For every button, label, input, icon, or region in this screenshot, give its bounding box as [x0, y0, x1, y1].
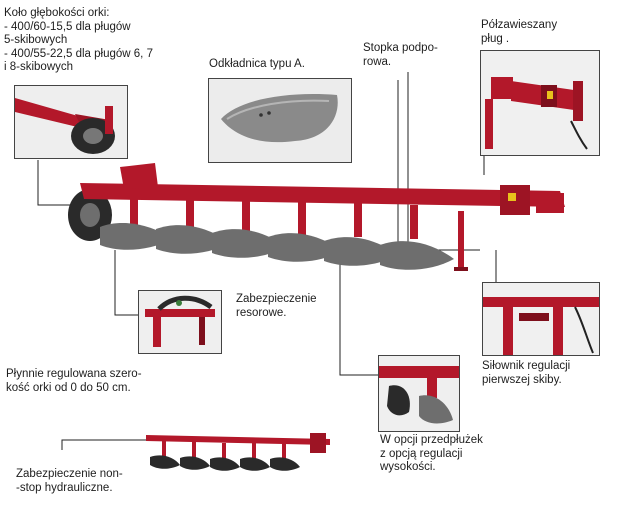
extension-photo — [378, 355, 460, 432]
extension-label: W opcji przedpłużek z opcją regulacji wy… — [380, 434, 483, 473]
cylinder-label: Siłownik regulacji pierwszej skiby. — [482, 360, 571, 386]
semi-mounted-photo — [480, 50, 600, 156]
wheel-label: Koło głębokości orki: - 400/60-15,5 dla … — [4, 7, 153, 73]
wheel-photo — [14, 85, 128, 159]
spring-safety-label: Zabezpieczenie resorowe. — [236, 293, 317, 319]
hydraulic-safety-label: Zabezpieczenie non- -stop hydrauliczne. — [16, 468, 123, 494]
moldboard-photo — [208, 78, 352, 163]
cylinder-photo — [482, 282, 600, 356]
width-adjust-label: Płynnie regulowana szero- kość orki od 0… — [6, 368, 142, 394]
spring-safety-photo — [138, 290, 222, 354]
moldboard-label: Odkładnica typu A. — [209, 58, 305, 70]
semi-mounted-label: Półzawieszany pług . — [481, 19, 558, 45]
support-foot-label: Stopka podpo- rowa. — [363, 42, 438, 68]
hydraulic-plough-photo — [146, 433, 330, 471]
plough-main-photo — [68, 163, 565, 271]
